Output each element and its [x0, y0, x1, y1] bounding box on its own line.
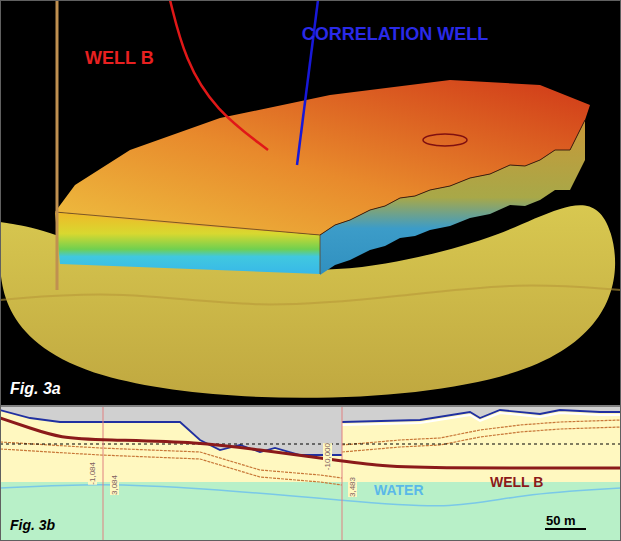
figure-label: CORRELATION WELL — [302, 18, 489, 50]
well-b-section-trajectory — [0, 418, 621, 468]
label-holder: Fig. 3b — [10, 516, 55, 534]
section-marker — [103, 406, 104, 541]
top-surface-left — [0, 410, 342, 455]
ground-ridge — [0, 285, 621, 304]
section-marker — [342, 406, 343, 541]
figure-label: WELL B — [490, 474, 543, 490]
label-holder: WELL B — [85, 48, 154, 69]
figure-label: WATER — [374, 482, 424, 498]
label-holder: -1,084 — [88, 455, 111, 473]
figure-label: Fig. 3b — [10, 517, 55, 533]
contour-closure — [423, 134, 467, 146]
overburden-left — [0, 406, 342, 455]
vertical-well — [56, 0, 59, 290]
depth-annotation: -10,000 — [323, 443, 332, 470]
water-zone — [0, 482, 621, 541]
label-holder: CORRELATION WELL — [300, 18, 490, 50]
reservoir-outline — [55, 212, 320, 274]
label-holder: 50 m — [546, 511, 576, 529]
layer-line — [342, 427, 621, 452]
label-holder: Fig. 3a — [10, 380, 61, 398]
figure-label: Fig. 3a — [10, 380, 61, 398]
layer-line — [0, 442, 342, 478]
top-surface-white-right — [342, 413, 621, 425]
reservoir-contour — [320, 120, 585, 235]
depth-annotation: 3,084 — [110, 475, 119, 495]
ground-surface — [0, 205, 615, 398]
top-surface-right — [342, 410, 621, 422]
label-holder: WELL B — [490, 473, 543, 491]
figure-label: WELL B — [85, 48, 154, 69]
section-background — [0, 406, 621, 541]
scale-bar — [545, 528, 586, 530]
label-holder: WATER — [374, 481, 424, 499]
depth-annotation: 3,483 — [348, 477, 357, 497]
depth-annotation: -1,084 — [88, 462, 97, 485]
label-holder: 3,483 — [348, 470, 368, 488]
reservoir-top-surface — [55, 80, 590, 235]
reference-depth-line — [0, 444, 621, 445]
layer-line — [342, 420, 621, 445]
panel-background — [0, 0, 621, 406]
panel-divider — [0, 405, 621, 407]
label-holder: 3,084 — [110, 468, 130, 486]
label-holder: -10,000 — [323, 436, 350, 454]
well-b-trajectory — [170, 0, 268, 150]
figure-label: 50 m — [546, 513, 576, 528]
